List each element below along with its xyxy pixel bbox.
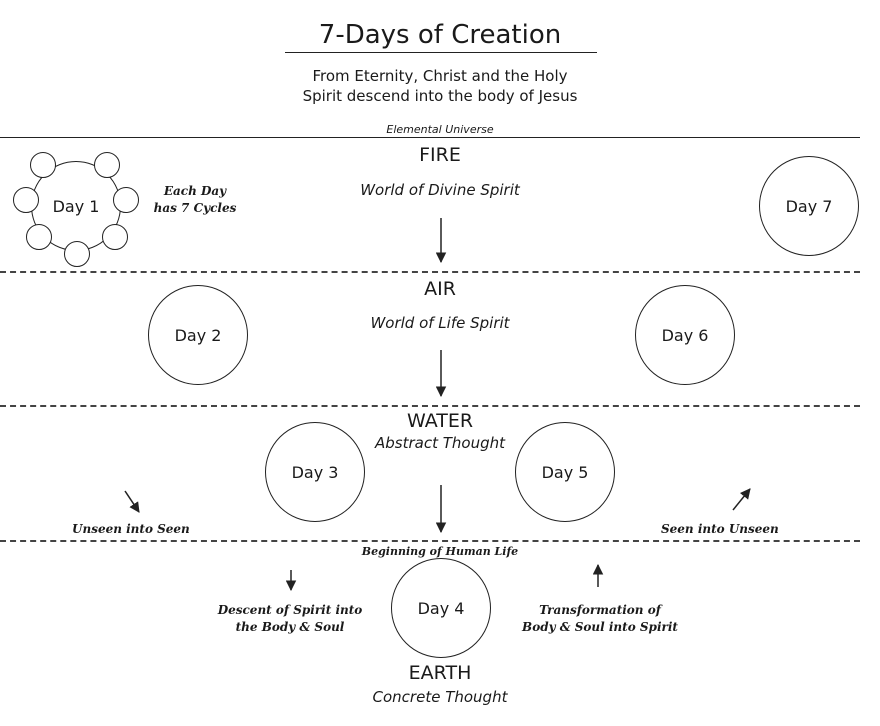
- day6-circle: Day 6: [635, 285, 735, 385]
- top-divider: [0, 137, 860, 138]
- cycle-circle: [13, 187, 39, 213]
- diagram-title: 7-Days of Creation: [318, 20, 562, 50]
- air-label: AIR: [424, 278, 456, 300]
- day2-circle: Day 2: [148, 285, 248, 385]
- cycle-circle: [30, 152, 56, 178]
- fire-air-divider: [0, 271, 860, 273]
- earth-label: EARTH: [408, 662, 472, 684]
- water-label: WATER: [406, 410, 474, 432]
- water-earth-divider: [0, 540, 860, 542]
- fire-label: FIRE: [419, 144, 461, 166]
- elemental-universe-label: Elemental Universe: [386, 123, 494, 136]
- day3-label: Day 3: [291, 462, 339, 482]
- title-underline: [285, 52, 597, 53]
- cycle-circle: [64, 241, 90, 267]
- transform-note: Transformation of Body & Soul into Spiri…: [500, 602, 700, 636]
- day6-label: Day 6: [661, 325, 709, 345]
- cycles-note: Each Day has 7 Cycles: [140, 183, 250, 217]
- subtitle-line-1: From Eternity, Christ and the Holy: [312, 67, 568, 85]
- unseen-into-seen-arrow: [124, 490, 140, 513]
- subtitle: From Eternity, Christ and the Holy Spiri…: [240, 66, 640, 106]
- air-world-label: World of Life Spirit: [370, 314, 510, 332]
- descent-note: Descent of Spirit into the Body & Soul: [190, 602, 390, 636]
- unseen-into-seen-note: Unseen into Seen: [72, 522, 190, 536]
- descent-note-line-1: Descent of Spirit into: [217, 603, 363, 617]
- day1-cycle-ring: Day 1: [13, 151, 141, 267]
- water-world-label: Abstract Thought: [375, 434, 505, 452]
- cycle-circle: [94, 152, 120, 178]
- fire-world-label: World of Divine Spirit: [360, 181, 520, 199]
- cycle-circle: [26, 224, 52, 250]
- air-water-divider: [0, 405, 860, 407]
- cycles-note-line-2: has 7 Cycles: [153, 201, 237, 215]
- day7-label: Day 7: [785, 196, 833, 216]
- day7-circle: Day 7: [759, 156, 859, 256]
- transform-note-line-1: Transformation of: [539, 603, 661, 617]
- subtitle-line-2: Spirit descend into the body of Jesus: [302, 87, 578, 105]
- day1-label: Day 1: [52, 196, 100, 216]
- day4-label: Day 4: [417, 598, 465, 618]
- transform-note-line-2: Body & Soul into Spirit: [522, 620, 678, 634]
- cycle-circle: [113, 187, 139, 213]
- day3-circle: Day 3: [265, 422, 365, 522]
- descent-note-line-2: the Body & Soul: [235, 620, 345, 634]
- earth-world-label: Concrete Thought: [372, 688, 508, 706]
- seen-into-unseen-arrow: [732, 488, 751, 511]
- day5-label: Day 5: [541, 462, 589, 482]
- seen-into-unseen-note: Seen into Unseen: [661, 522, 779, 536]
- day4-circle: Day 4: [391, 558, 491, 658]
- day5-circle: Day 5: [515, 422, 615, 522]
- day2-label: Day 2: [174, 325, 222, 345]
- human-life-note: Beginning of Human Life: [361, 545, 519, 558]
- cycles-note-line-1: Each Day: [163, 184, 227, 198]
- cycle-circle: [102, 224, 128, 250]
